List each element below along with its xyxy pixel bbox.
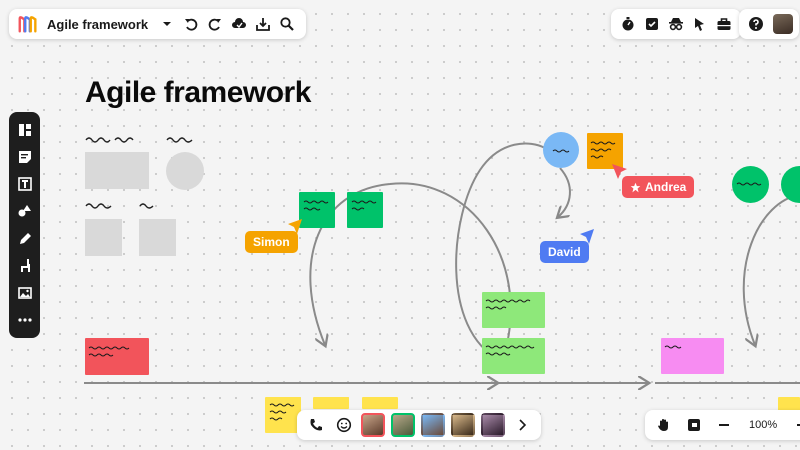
gray-circle[interactable] [166, 152, 204, 190]
sticky-note-red[interactable] [85, 338, 149, 375]
shapes-icon[interactable] [14, 200, 36, 222]
canvas-title[interactable]: Agile framework [85, 76, 311, 109]
loop-arrow-2[interactable] [455, 142, 546, 361]
chevron-down-icon[interactable] [156, 13, 178, 35]
scribble-label-3[interactable] [85, 202, 113, 210]
spy-icon[interactable] [665, 13, 687, 35]
sticky-note-icon[interactable] [14, 146, 36, 168]
undo-icon[interactable] [180, 13, 202, 35]
green-circle-2[interactable] [781, 166, 800, 203]
search-icon[interactable] [276, 13, 298, 35]
cloud-sync-icon[interactable] [228, 13, 250, 35]
cursor-arrow-simon [288, 219, 302, 234]
top-right-tools [611, 9, 741, 39]
zoom-out-icon[interactable] [713, 414, 735, 436]
top-left-toolbar: Agile framework [9, 9, 307, 39]
left-toolbar [9, 112, 40, 338]
right-loop-arrow[interactable] [742, 194, 800, 345]
cursor-icon[interactable] [689, 13, 711, 35]
more-icon[interactable] [14, 309, 36, 331]
sticky-note-lightgreen-2[interactable] [482, 338, 545, 374]
participant-avatar-1[interactable] [361, 413, 385, 437]
miro-logo-icon[interactable] [17, 13, 39, 35]
scribble-label-1[interactable] [85, 136, 135, 144]
chevron-right-icon[interactable] [511, 414, 533, 436]
templates-icon[interactable] [14, 119, 36, 141]
zoom-in-icon[interactable] [791, 414, 800, 436]
gray-rectangle[interactable] [85, 152, 149, 189]
vote-icon[interactable] [641, 13, 663, 35]
cursor-label-andrea: Andrea [622, 176, 695, 198]
sticky-note-yellow-2[interactable] [313, 397, 349, 409]
board-title[interactable]: Agile framework [47, 16, 149, 32]
zoom-level[interactable]: 100% [749, 419, 778, 431]
cursor-label-simon: Simon [245, 231, 298, 253]
image-icon[interactable] [14, 282, 36, 304]
green-circle-1[interactable] [732, 166, 769, 203]
sticky-note-lightgreen-1[interactable] [482, 292, 545, 328]
llama-icon[interactable] [14, 255, 36, 277]
scribble-label-4[interactable] [139, 202, 155, 210]
sticky-note-yellow-3[interactable] [362, 397, 398, 409]
gray-square-2[interactable] [139, 219, 176, 256]
redo-icon[interactable] [204, 13, 226, 35]
pen-icon[interactable] [14, 228, 36, 250]
cursor-arrow-andrea [612, 164, 627, 179]
export-icon[interactable] [252, 13, 274, 35]
scribble-label-2[interactable] [166, 136, 194, 144]
phone-icon[interactable] [305, 414, 327, 436]
user-avatar[interactable] [773, 14, 793, 34]
gray-square-1[interactable] [85, 219, 122, 256]
participant-avatar-4[interactable] [451, 413, 475, 437]
toolbox-icon[interactable] [713, 13, 735, 35]
map-icon[interactable] [683, 414, 705, 436]
participant-avatar-3[interactable] [421, 413, 445, 437]
hand-icon[interactable] [653, 414, 675, 436]
star-icon [630, 182, 641, 192]
help-icon[interactable] [745, 13, 767, 35]
cursor-label-david: David [540, 241, 589, 263]
participant-avatar-2[interactable] [391, 413, 415, 437]
participant-avatar-5[interactable] [481, 413, 505, 437]
sticky-note-pink[interactable] [661, 338, 724, 374]
sticky-note-green-1[interactable] [299, 192, 335, 228]
reaction-icon[interactable] [333, 414, 355, 436]
collaboration-bar [297, 410, 541, 440]
timer-icon[interactable] [617, 13, 639, 35]
cursor-arrow-david [580, 229, 594, 244]
sticky-note-yellow-1[interactable] [265, 397, 301, 433]
cursor-name-andrea: Andrea [645, 180, 687, 194]
zoom-bar: 100% [645, 410, 800, 440]
blue-circle[interactable] [543, 132, 579, 168]
help-and-profile [739, 9, 799, 39]
text-icon[interactable] [14, 173, 36, 195]
sticky-note-green-2[interactable] [347, 192, 383, 228]
loop-arrow-1[interactable] [309, 182, 512, 353]
small-loop-arrow[interactable] [558, 167, 571, 217]
